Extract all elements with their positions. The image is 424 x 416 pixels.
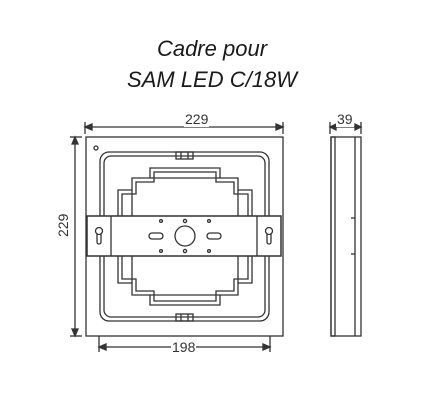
dimension-line-depth bbox=[328, 122, 363, 134]
dimension-line-top bbox=[83, 122, 285, 134]
title-line-2: SAM LED C/18W bbox=[127, 67, 297, 92]
dimension-width-bottom: 198 bbox=[171, 339, 197, 355]
title-line-1: Cadre pour bbox=[156, 36, 268, 61]
dimension-width-top: 229 bbox=[184, 111, 210, 127]
dimension-height-left: 229 bbox=[55, 212, 71, 238]
front-view bbox=[85, 136, 284, 337]
dimension-line-left bbox=[70, 135, 82, 338]
side-view bbox=[330, 136, 362, 337]
dimension-depth: 39 bbox=[336, 111, 354, 127]
